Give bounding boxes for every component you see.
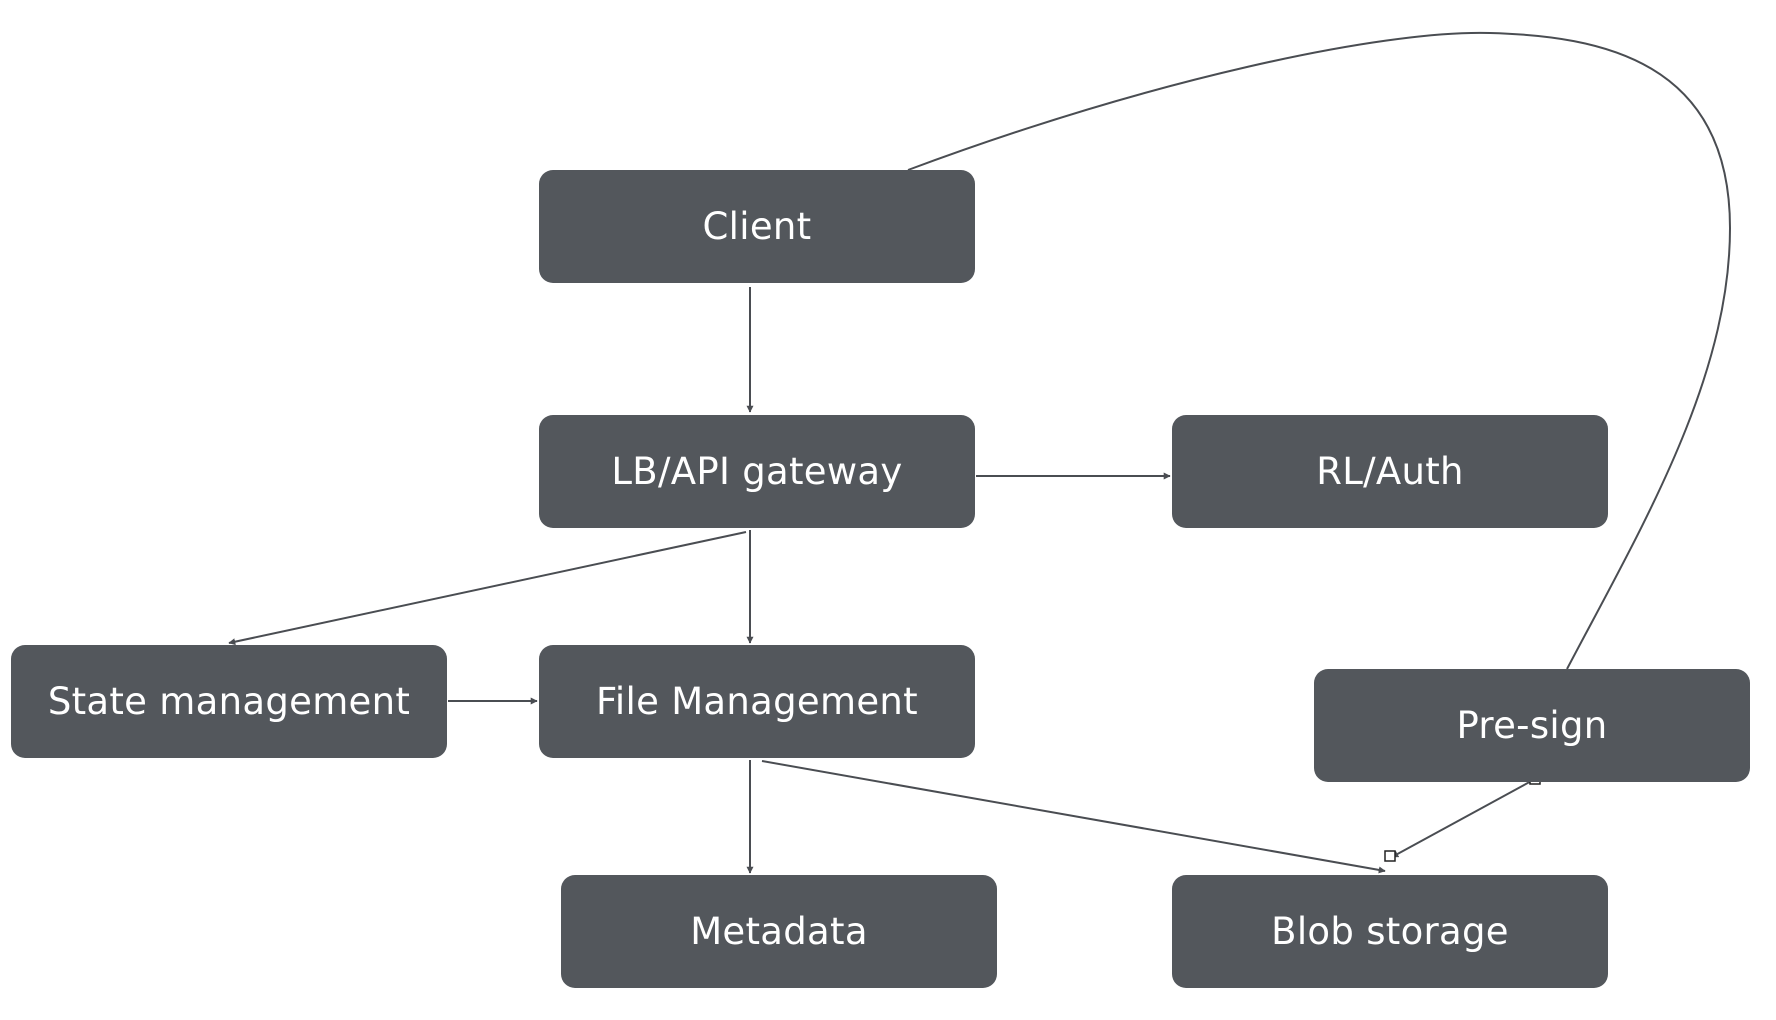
node-file-management[interactable]: File Management <box>539 645 975 758</box>
node-client[interactable]: Client <box>539 170 975 283</box>
node-client-label: Client <box>702 205 812 248</box>
node-rl-auth[interactable]: RL/Auth <box>1172 415 1608 528</box>
node-pre-sign-label: Pre-sign <box>1456 704 1608 747</box>
node-pre-sign[interactable]: Pre-sign <box>1314 669 1750 782</box>
edge-filemgmt-blob <box>761 760 1386 874</box>
node-metadata[interactable]: Metadata <box>561 875 997 988</box>
edge-gateway-state <box>228 531 747 646</box>
edge-handle-end[interactable] <box>1384 850 1396 862</box>
node-blob-storage-label: Blob storage <box>1271 910 1509 953</box>
node-file-management-label: File Management <box>596 680 918 723</box>
node-lb-api-gateway[interactable]: LB/API gateway <box>539 415 975 528</box>
node-rl-auth-label: RL/Auth <box>1316 450 1464 493</box>
edge-presign-blob <box>1391 778 1536 858</box>
node-blob-storage[interactable]: Blob storage <box>1172 875 1608 988</box>
node-state-management-label: State management <box>47 680 411 723</box>
edge-client-presign-curve <box>907 31 1732 670</box>
node-state-management[interactable]: State management <box>11 645 447 758</box>
node-metadata-label: Metadata <box>690 910 868 953</box>
node-lb-api-gateway-label: LB/API gateway <box>611 450 903 493</box>
